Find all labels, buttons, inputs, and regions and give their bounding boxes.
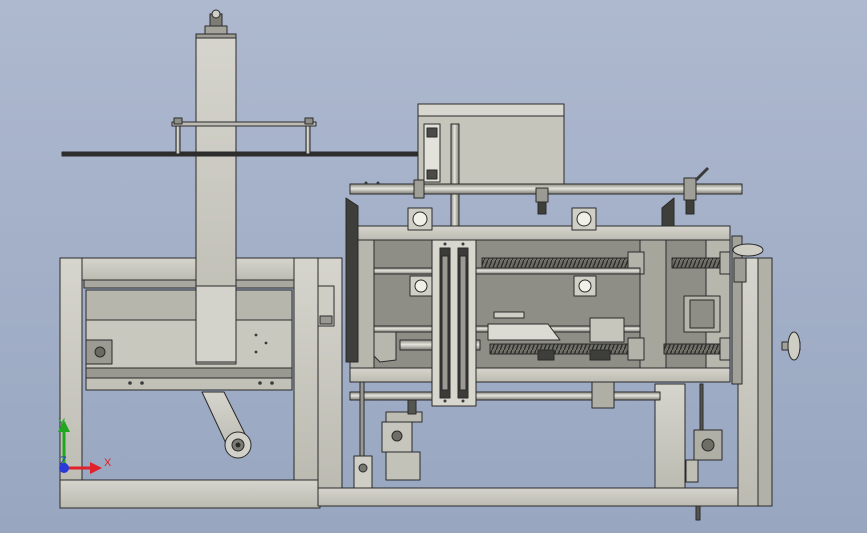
pneumatic-unit [353, 381, 423, 489]
tie-rod [349, 166, 743, 215]
side-bracket [317, 285, 335, 327]
axis-z-label: Z [60, 455, 67, 467]
caster-arm [201, 391, 252, 459]
vertical-slide [373, 239, 477, 407]
bearing-blocks [407, 207, 597, 297]
right-base-frame [317, 257, 773, 521]
axis-y-label: Y [58, 417, 66, 429]
vertical-column [195, 9, 237, 365]
left-frame [59, 257, 321, 509]
control-box [417, 103, 565, 245]
upper-guide-rail [61, 117, 418, 157]
right-handwheels [683, 235, 801, 483]
clamp-assembly [487, 311, 625, 409]
axis-x-label: X [104, 457, 112, 469]
coordinate-triad: Y X Z [58, 417, 112, 474]
